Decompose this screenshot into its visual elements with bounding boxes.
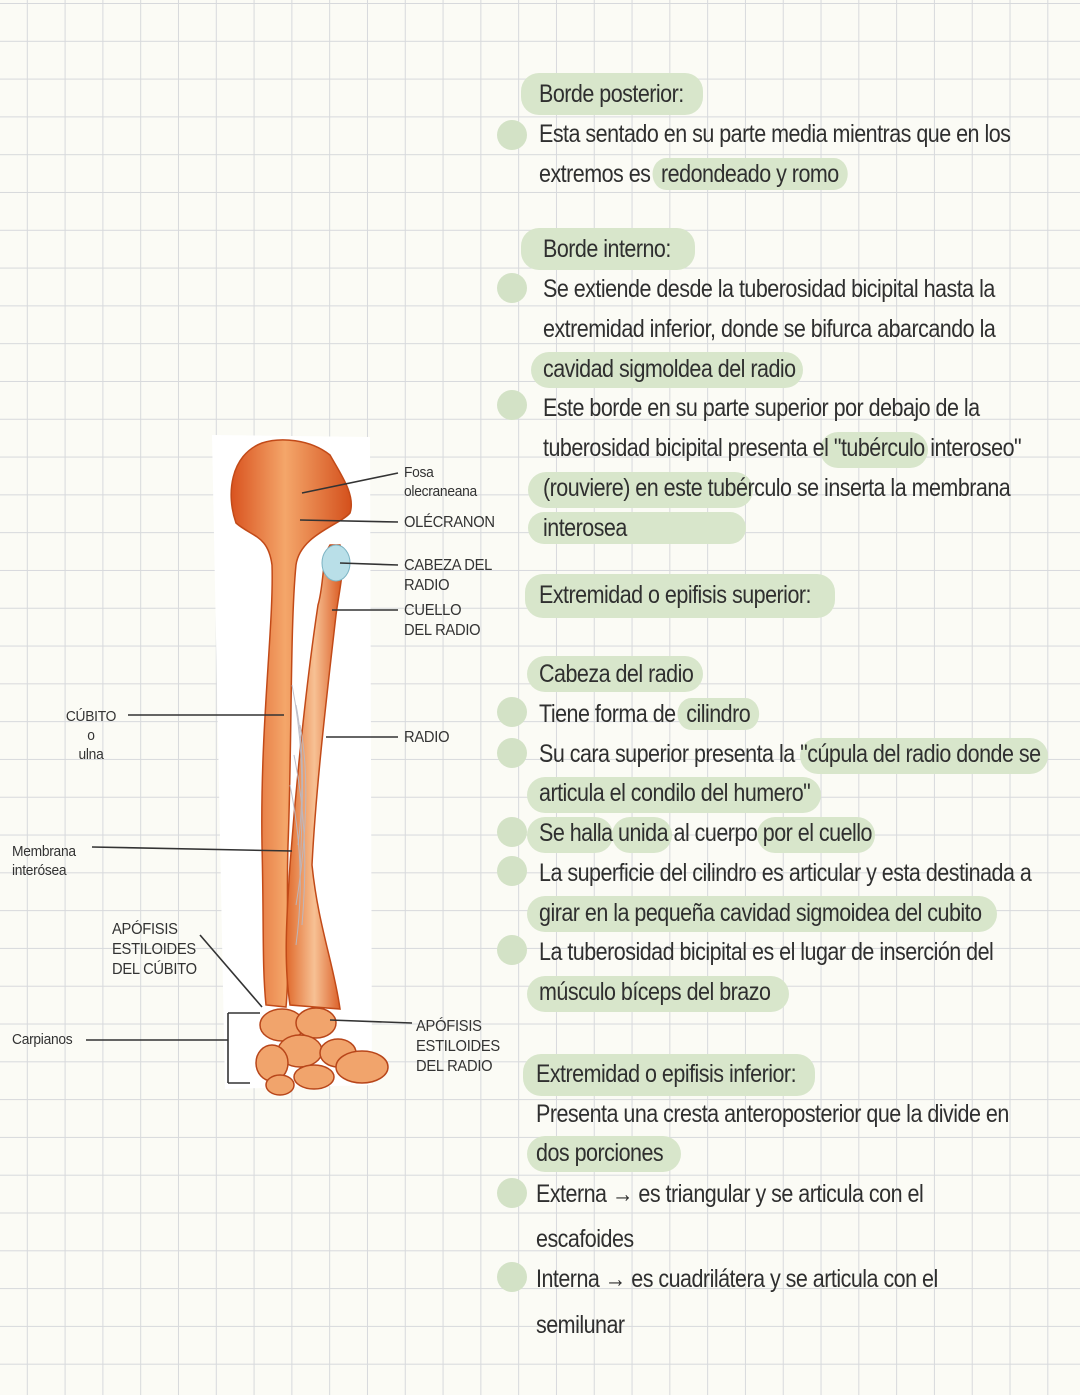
text-line: girar en la pequeña cavidad sigmoidea de… xyxy=(539,899,982,927)
heading-highlight xyxy=(523,1054,815,1096)
bullet-dot xyxy=(497,390,527,420)
label-radio: RADIO xyxy=(404,729,450,746)
arrow-right-icon: → xyxy=(604,1265,627,1293)
text-line: Externa → es triangular y se articula co… xyxy=(536,1180,924,1208)
subheading-cabeza-del-radio: Cabeza del radio xyxy=(539,660,694,688)
text-highlight xyxy=(612,817,672,853)
heading-extremidad-superior: Extremidad o epifisis superior: xyxy=(539,581,812,609)
text-line: Su cara superior presenta la "cúpula del… xyxy=(539,740,1041,768)
text-highlight xyxy=(820,432,928,468)
label-fosa-olecraneana: Fosa olecraneana xyxy=(404,464,477,500)
label-carpianos: Carpianos xyxy=(12,1031,73,1048)
text-highlight xyxy=(528,512,746,544)
text-line: La superficie del cilindro es articular … xyxy=(539,859,1032,887)
text-line: escafoides xyxy=(536,1225,634,1253)
label-cuello-del-radio: CUELLO DEL RADIO xyxy=(404,602,481,639)
text-line: extremidad inferior, donde se bifurca ab… xyxy=(543,315,996,343)
text-line: Tiene forma de cilindro xyxy=(539,697,759,731)
bullet-dot xyxy=(497,120,527,150)
bullet-dot xyxy=(497,1262,527,1292)
text-line: Se halla unida al cuerpo por el cuello xyxy=(539,819,873,847)
text-line: Se extiende desde la tuberosidad bicipit… xyxy=(543,275,995,303)
bullet-dot xyxy=(497,856,527,886)
heading-borde-interno: Borde interno: xyxy=(543,235,671,263)
text-line: articula el condilo del humero" xyxy=(539,779,811,807)
text-highlight xyxy=(531,352,803,388)
bullet-dot xyxy=(497,935,527,965)
label-apofisis-estiloides-radio: APÓFISIS ESTILOIDES DEL RADIO xyxy=(416,1018,500,1075)
arrow-right-icon: → xyxy=(611,1180,634,1208)
text-line: (rouviere) en este tubérculo se inserta … xyxy=(543,474,1011,502)
text-line: Interna → es cuadrilátera y se articula … xyxy=(536,1265,938,1293)
bullet-dot xyxy=(497,817,527,847)
forearm-illustration xyxy=(86,435,413,1096)
label-membrana-interosea: Membrana interósea xyxy=(12,843,76,879)
heading-borde-posterior: Borde posterior: xyxy=(539,80,684,108)
heading-highlight xyxy=(525,574,835,618)
text-highlight xyxy=(527,976,789,1012)
text-line: interosea xyxy=(543,514,627,542)
text-highlight xyxy=(757,817,875,853)
heading-highlight xyxy=(521,228,695,270)
text-line: Presenta una cresta anteroposterior que … xyxy=(536,1100,1009,1128)
text-highlight xyxy=(527,817,613,853)
text-line: Este borde en su parte superior por deba… xyxy=(543,394,980,422)
text-line: semilunar xyxy=(536,1311,625,1339)
text-line: Esta sentado en su parte media mientras … xyxy=(539,120,1011,148)
forearm-bones-figure: Fosa olecraneana OLÉCRANON CABEZA DEL RA… xyxy=(0,425,520,1105)
heading-highlight xyxy=(527,656,703,692)
text-highlight xyxy=(528,472,753,508)
heading-highlight xyxy=(521,73,703,115)
text-line: cavidad sigmoldea del radio xyxy=(543,355,796,383)
text-highlight xyxy=(800,738,1048,774)
text-highlight xyxy=(527,896,997,932)
label-cabeza-del-radio: CABEZA DEL RADIO xyxy=(404,557,493,594)
bullet-dot xyxy=(497,1178,527,1208)
label-olecranon: OLÉCRANON xyxy=(404,514,495,531)
label-cubito: CÚBITO o ulna xyxy=(65,708,117,763)
bullet-dot xyxy=(497,697,527,727)
text-highlight xyxy=(527,777,821,813)
heading-extremidad-inferior: Extremidad o epifisis inferior: xyxy=(536,1060,797,1088)
bullet-dot xyxy=(497,738,527,768)
label-apofisis-estiloides-cubito: APÓFISIS ESTILOIDES DEL CÚBITO xyxy=(112,921,197,978)
text-line: tuberosidad bicipital presenta el "tubér… xyxy=(543,434,1022,462)
text-line: La tuberosidad bicipital es el lugar de … xyxy=(539,938,994,966)
text-highlight xyxy=(527,1136,681,1172)
text-line: extremos es redondeado y romo xyxy=(539,157,848,191)
text-line: dos porciones xyxy=(536,1139,664,1167)
text-line: músculo bíceps del brazo xyxy=(539,978,771,1006)
bullet-dot xyxy=(497,273,527,303)
